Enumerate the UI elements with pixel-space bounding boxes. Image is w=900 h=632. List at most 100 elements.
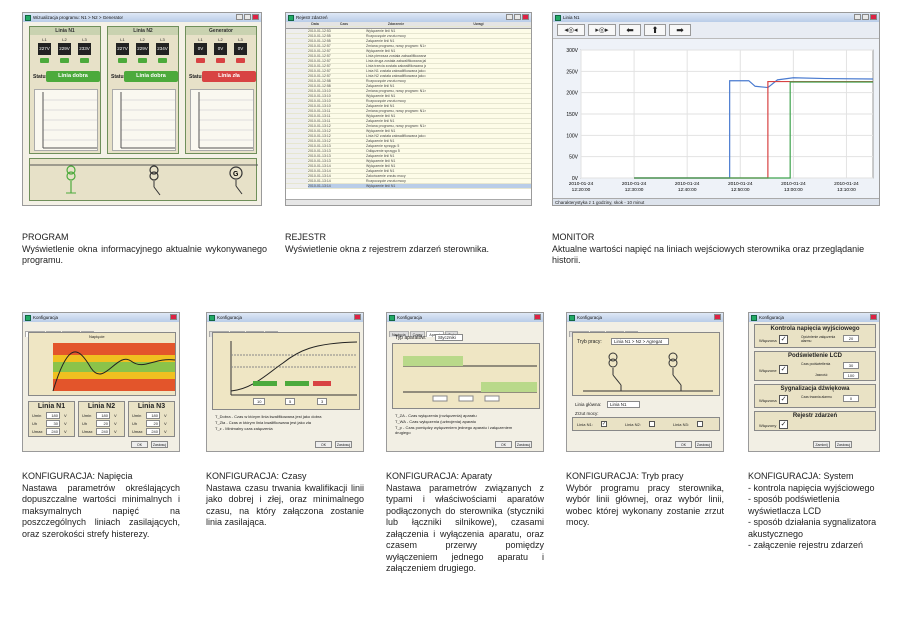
ok-button[interactable]: OK (131, 441, 148, 448)
program-titlebar[interactable]: Wizualizacja programu: N1 > N2 > Generat… (23, 13, 261, 22)
main-line-select[interactable]: Linia N1 (607, 401, 640, 408)
maximize-icon[interactable] (862, 14, 869, 20)
rejestr-titlebar[interactable]: Rejestr zdarzeń (286, 13, 531, 22)
close-icon[interactable] (714, 314, 721, 320)
param-value-umin[interactable]: 180 (96, 412, 110, 419)
close-icon[interactable] (170, 314, 177, 320)
zoom-out-button[interactable]: ◂◎◂ (557, 24, 585, 36)
param-value-umax[interactable]: 240 (146, 428, 160, 435)
arrow-right-button[interactable]: ➡ (669, 24, 691, 36)
param-value[interactable]: 20 (843, 335, 859, 342)
tryb-titlebar[interactable]: Konfiguracja (567, 313, 723, 322)
enable-checkbox[interactable]: ✓ (779, 335, 788, 344)
tab-czasy[interactable]: Czasy (409, 331, 426, 337)
apply-button[interactable]: Zastosuj (695, 441, 712, 448)
param-value-uh[interactable]: 20 (146, 420, 160, 427)
t-z-value[interactable]: 3 (317, 398, 328, 405)
zoom-in-button[interactable]: ▸◎▸ (588, 24, 616, 36)
czasy-titlebar[interactable]: Konfiguracja (207, 313, 363, 322)
param-value[interactable]: 0 (843, 395, 859, 402)
ok-button[interactable]: OK (675, 441, 692, 448)
close-icon[interactable] (252, 14, 259, 20)
param-value-umax[interactable]: 240 (46, 428, 60, 435)
param2-value[interactable]: 100 (843, 372, 859, 379)
col-notes[interactable]: Uwagi (426, 22, 531, 27)
system-titlebar[interactable]: Konfiguracja (749, 313, 879, 322)
apply-button[interactable]: Zastosuj (835, 441, 852, 448)
shed-n3-checkbox[interactable] (697, 421, 703, 427)
col-event[interactable]: Zdarzenie (366, 22, 426, 27)
enable-checkbox[interactable]: ✓ (779, 420, 788, 429)
minimize-icon[interactable] (506, 14, 513, 20)
mode-select[interactable]: Linia N1 > N2 > Agregat (611, 338, 670, 345)
close-button[interactable]: Zamknij (813, 441, 830, 448)
col-time[interactable]: Czas (322, 22, 366, 27)
param-value-umin[interactable]: 180 (146, 412, 160, 419)
shed-n2-checkbox[interactable] (649, 421, 655, 427)
maximize-icon[interactable] (514, 14, 521, 20)
close-icon[interactable] (534, 314, 541, 320)
minimize-icon[interactable] (236, 14, 243, 20)
horizontal-scrollbar[interactable] (286, 199, 531, 205)
arrow-left-button[interactable]: ⬅ (619, 24, 641, 36)
apply-button[interactable]: Zastosuj (151, 441, 168, 448)
param-value-umax[interactable]: 240 (96, 428, 110, 435)
apply-button[interactable]: Zastosuj (335, 441, 352, 448)
close-icon[interactable] (354, 314, 361, 320)
param-value-umin[interactable]: 180 (46, 412, 60, 419)
param-value-uh[interactable]: 30 (46, 420, 60, 427)
tab-napiecia[interactable]: Napięcia (389, 331, 409, 337)
aparaty-titlebar[interactable]: Konfiguracja (387, 313, 543, 322)
enable-checkbox[interactable]: ✓ (779, 395, 788, 404)
param-value[interactable]: 30 (843, 362, 859, 369)
t-dobra-value[interactable]: 10 (253, 398, 266, 405)
apply-button[interactable]: Zastosuj (515, 441, 532, 448)
ok-button[interactable]: OK (315, 441, 332, 448)
close-icon[interactable] (522, 14, 529, 20)
enable-checkbox[interactable]: ✓ (779, 365, 788, 374)
col-date[interactable]: Data (308, 22, 322, 27)
type-select[interactable]: Styczniki (435, 334, 463, 341)
close-icon[interactable] (870, 314, 877, 320)
ok-button[interactable]: OK (495, 441, 512, 448)
minimize-icon[interactable] (854, 14, 861, 20)
napiecia-titlebar[interactable]: Konfiguracja (23, 313, 179, 322)
maximize-icon[interactable] (244, 14, 251, 20)
t-zla-value[interactable]: 5 (285, 398, 296, 405)
shed-n1-checkbox[interactable]: ✓ (601, 421, 607, 427)
monitor-titlebar[interactable]: Linia N1 (553, 13, 879, 22)
param-value-uh[interactable]: 20 (96, 420, 110, 427)
close-icon[interactable] (870, 14, 877, 20)
